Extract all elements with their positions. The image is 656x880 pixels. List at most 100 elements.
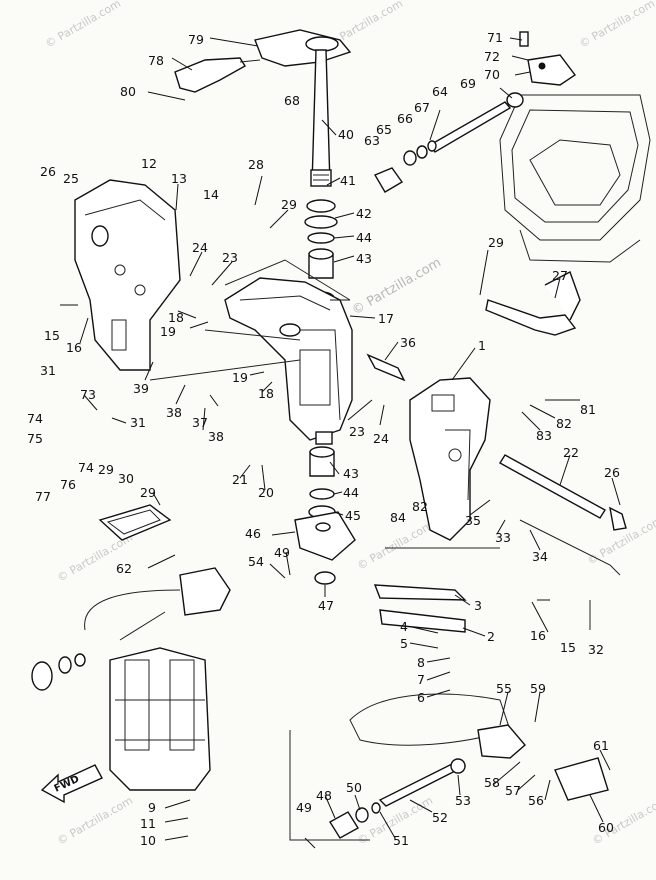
part-label-26a: 26 <box>40 164 56 179</box>
part-label-37: 37 <box>192 415 208 430</box>
part-label-29d: 29 <box>140 485 156 500</box>
part-label-65: 65 <box>376 122 392 137</box>
tilt-lever <box>485 271 581 336</box>
watermark: © Partzilla.com <box>577 0 656 51</box>
part-label-34: 34 <box>532 549 548 564</box>
part-label-74b: 74 <box>78 460 94 475</box>
part-label-31b: 31 <box>130 415 146 430</box>
steering-shaft <box>310 49 332 187</box>
fwd-direction-arrow: FWD <box>40 764 103 804</box>
part-label-7: 7 <box>417 672 425 687</box>
part-label-84: 84 <box>390 510 406 525</box>
part-label-45: 45 <box>345 508 361 523</box>
part-label-5: 5 <box>400 636 408 651</box>
leader-lines <box>60 37 621 849</box>
part-label-24b: 24 <box>373 431 389 446</box>
lower-bushings <box>294 431 356 585</box>
part-label-73: 73 <box>80 387 96 402</box>
part-label-20: 20 <box>258 485 274 500</box>
part-label-60: 60 <box>598 820 614 835</box>
part-label-16b: 16 <box>530 628 546 643</box>
part-label-3: 3 <box>474 598 482 613</box>
part-label-61: 61 <box>593 738 609 753</box>
part-label-52: 52 <box>432 810 448 825</box>
part-label-6: 6 <box>417 690 425 705</box>
part-label-21: 21 <box>232 472 248 487</box>
part-label-19b: 19 <box>232 370 248 385</box>
part-label-44a: 44 <box>356 230 372 245</box>
part-label-48: 48 <box>316 788 332 803</box>
part-label-49a: 49 <box>274 545 290 560</box>
part-label-29b: 29 <box>488 235 504 250</box>
part-label-58: 58 <box>484 775 500 790</box>
part-label-35: 35 <box>465 513 481 528</box>
part-labels: 1 2 3 4 5 6 7 8 9 10 11 12 13 14 15 15 1… <box>27 30 620 848</box>
part-label-29c: 29 <box>98 462 114 477</box>
part-label-80: 80 <box>120 84 136 99</box>
part-label-14: 14 <box>203 187 219 202</box>
part-label-36: 36 <box>400 335 416 350</box>
part-label-23a: 23 <box>222 250 238 265</box>
part-label-30: 30 <box>118 471 134 486</box>
part-label-18a: 18 <box>168 310 184 325</box>
part-label-72: 72 <box>484 49 500 64</box>
part-label-57: 57 <box>505 783 521 798</box>
part-label-63: 63 <box>364 133 380 148</box>
part-label-8: 8 <box>417 655 425 670</box>
part-label-82b: 82 <box>412 499 428 514</box>
part-label-74a: 74 <box>27 411 43 426</box>
part-label-55: 55 <box>496 681 512 696</box>
part-label-27: 27 <box>552 268 568 283</box>
part-label-56: 56 <box>528 793 544 808</box>
part-label-70: 70 <box>484 67 500 82</box>
part-label-22: 22 <box>563 445 579 460</box>
part-label-66: 66 <box>397 111 413 126</box>
part-label-12: 12 <box>141 156 157 171</box>
part-label-1: 1 <box>478 338 486 353</box>
part-label-10: 10 <box>140 833 156 848</box>
part-label-43a: 43 <box>356 251 372 266</box>
hydraulic-unit <box>109 647 211 791</box>
part-label-38a: 38 <box>166 405 182 420</box>
part-label-39: 39 <box>133 381 149 396</box>
assembly-guide-lines <box>149 259 591 841</box>
anode-bracket <box>373 584 467 633</box>
part-label-46: 46 <box>245 526 261 541</box>
part-label-40: 40 <box>338 127 354 142</box>
part-label-82a: 82 <box>556 416 572 431</box>
watermark: © Partzilla.com <box>43 0 123 51</box>
part-label-79: 79 <box>188 32 204 47</box>
part-label-81: 81 <box>580 402 596 417</box>
part-label-32: 32 <box>588 642 604 657</box>
part-label-44b: 44 <box>343 485 359 500</box>
part-label-78: 78 <box>148 53 164 68</box>
right-clamp-bracket <box>409 377 491 541</box>
part-label-15a: 15 <box>44 328 60 343</box>
part-label-24a: 24 <box>192 240 208 255</box>
watermark: © Partzilla.com <box>55 794 135 848</box>
part-label-53: 53 <box>455 793 471 808</box>
part-label-28: 28 <box>248 157 264 172</box>
part-label-23b: 23 <box>349 424 365 439</box>
part-label-25: 25 <box>63 171 79 186</box>
part-label-49b: 49 <box>296 800 312 815</box>
part-label-62: 62 <box>116 561 132 576</box>
part-label-33: 33 <box>495 530 511 545</box>
part-label-54: 54 <box>248 554 264 569</box>
engine-mount-outline <box>499 94 651 263</box>
part-label-71: 71 <box>487 30 503 45</box>
part-label-47: 47 <box>318 598 334 613</box>
part-label-31a: 31 <box>40 363 56 378</box>
part-label-42: 42 <box>356 206 372 221</box>
pivot-bolt <box>366 353 406 382</box>
part-label-13: 13 <box>171 171 187 186</box>
part-label-38b: 38 <box>208 429 224 444</box>
part-label-77: 77 <box>35 489 51 504</box>
upper-tilt-shaft <box>373 31 577 193</box>
part-label-50: 50 <box>346 780 362 795</box>
plate <box>98 504 172 541</box>
part-label-68: 68 <box>284 93 300 108</box>
part-label-75: 75 <box>27 431 43 446</box>
